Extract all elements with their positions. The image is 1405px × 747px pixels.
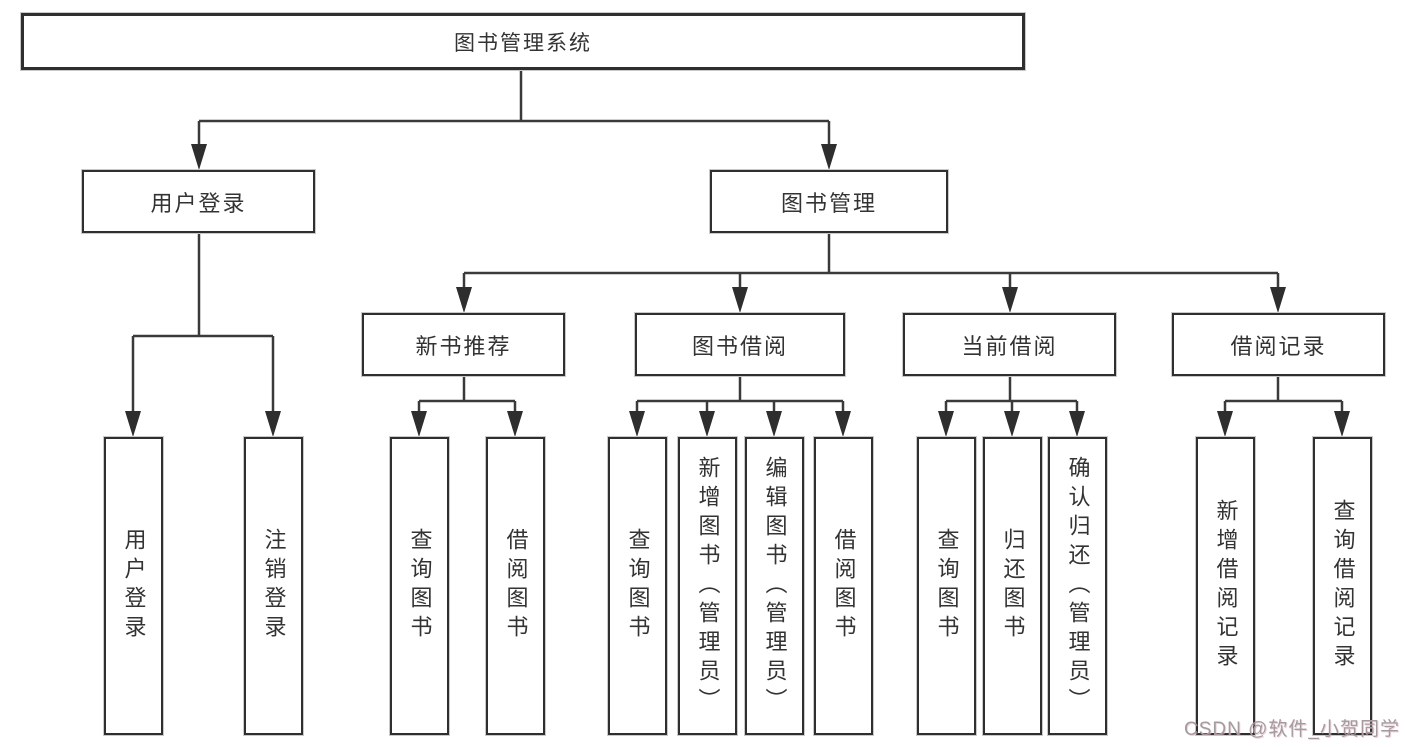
tree-edges: [131, 70, 1344, 413]
leaf-query-books-recommend: 查询图书: [390, 437, 449, 735]
node-book-borrowing: 图书借阅: [635, 313, 845, 376]
leaf-query-books-borrow: 查询图书: [608, 437, 667, 735]
leaf-query-borrow-record: 查询借阅记录: [1313, 437, 1372, 735]
leaf-borrow-books: 借阅图书: [814, 437, 873, 735]
node-book-management: 图书管理: [710, 170, 948, 233]
leaf-return-books: 归还图书: [983, 437, 1042, 735]
leaf-query-books-current: 查询图书: [917, 437, 976, 735]
leaf-user-login: 用户登录: [104, 437, 163, 735]
node-user-login: 用户登录: [82, 170, 315, 233]
leaf-add-books-admin: 新增图书（管理员）: [678, 437, 737, 735]
leaf-add-borrow-record: 新增借阅记录: [1196, 437, 1255, 735]
node-current-borrowing: 当前借阅: [903, 313, 1116, 376]
node-new-book-recommend: 新书推荐: [362, 313, 565, 376]
leaf-confirm-return-admin: 确认归还（管理员）: [1048, 437, 1107, 735]
leaf-borrow-books-recommend: 借阅图书: [486, 437, 545, 735]
leaf-logout: 注销登录: [244, 437, 303, 735]
arrowhead-icons: [125, 144, 1350, 437]
watermark: CSDN @软件_小贺同学: [1184, 719, 1400, 740]
node-borrowing-records: 借阅记录: [1172, 313, 1385, 376]
leaf-edit-books-admin: 编辑图书（管理员）: [745, 437, 804, 735]
node-root-system: 图书管理系统: [21, 13, 1025, 70]
